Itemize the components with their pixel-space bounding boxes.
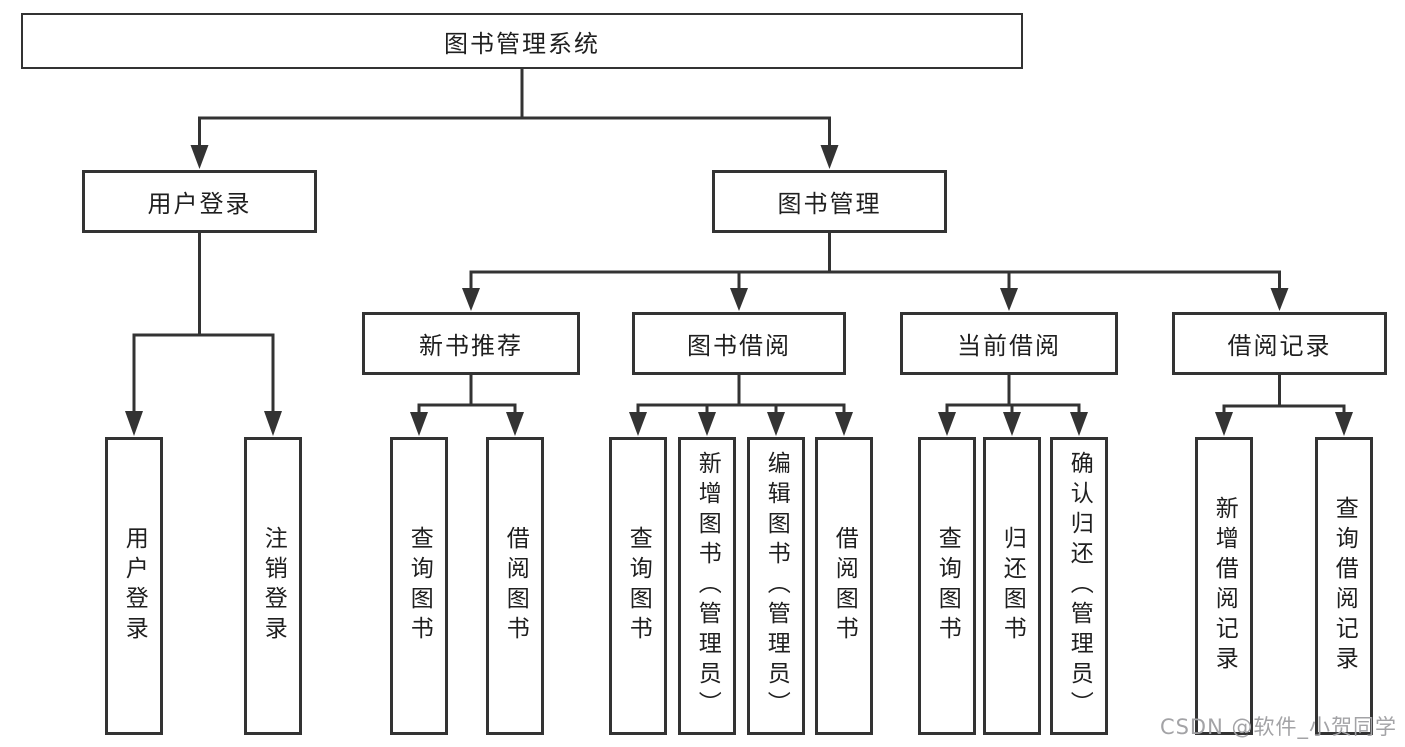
arrowhead-down-icon: [938, 412, 956, 436]
arrowhead-down-icon: [1003, 412, 1021, 436]
node-root: 图书管理系统: [21, 13, 1023, 69]
leaf-query-books-recommend: 查询图书: [390, 437, 448, 735]
connector-borrowing-records-to-leaves: [1222, 375, 1346, 415]
arrowhead-down-icon: [730, 288, 748, 311]
arrowhead-down-icon: [462, 288, 480, 311]
node-new-book-recommend-label: 新书推荐: [419, 332, 523, 360]
connector-book-management-to-level3: [469, 233, 1281, 290]
arrowhead-down-icon: [835, 412, 853, 436]
node-user-login-label: 用户登录: [147, 190, 252, 218]
leaf-query-borrow-record-label: 查询借阅记录: [1331, 496, 1358, 676]
connector-root-to-level2: [198, 69, 831, 146]
node-book-borrowing: 图书借阅: [632, 312, 846, 375]
leaf-query-books-borrowing-label: 查询图书: [625, 526, 652, 646]
arrowhead-down-icon: [629, 412, 647, 436]
arrowhead-down-icon: [125, 411, 143, 436]
node-new-book-recommend: 新书推荐: [362, 312, 580, 375]
arrowhead-down-icon: [410, 412, 428, 436]
leaf-borrow-books-recommend: 借阅图书: [486, 437, 544, 735]
arrowhead-down-icon: [190, 145, 209, 169]
leaf-query-books-borrowing: 查询图书: [609, 437, 667, 735]
leaf-query-borrow-record: 查询借阅记录: [1315, 437, 1373, 735]
leaf-add-borrow-record-label: 新增借阅记录: [1211, 496, 1238, 676]
arrowhead-down-icon: [1000, 288, 1018, 311]
node-book-management: 图书管理: [712, 170, 947, 233]
leaf-borrow-books-borrowing-label: 借阅图书: [831, 526, 858, 646]
connector-book-borrowing-to-leaves: [636, 375, 846, 415]
leaf-logout-login: 注销登录: [244, 437, 302, 735]
leaf-edit-book-admin: 编辑图书（管理员）: [747, 437, 805, 735]
node-book-management-label: 图书管理: [777, 190, 882, 218]
leaf-logout-login-label: 注销登录: [260, 526, 287, 646]
arrowhead-down-icon: [506, 412, 524, 436]
node-book-borrowing-label: 图书借阅: [687, 332, 791, 360]
leaf-edit-book-admin-label: 编辑图书（管理员）: [763, 451, 790, 721]
arrowhead-down-icon: [698, 412, 716, 436]
leaf-borrow-books-borrowing: 借阅图书: [815, 437, 873, 735]
connector-new-book-to-leaves: [417, 375, 517, 415]
arrowhead-down-icon: [1070, 412, 1088, 436]
leaf-return-books-label: 归还图书: [999, 526, 1026, 646]
node-current-borrowing-label: 当前借阅: [957, 332, 1061, 360]
leaf-user-login: 用户登录: [105, 437, 163, 735]
node-current-borrowing: 当前借阅: [900, 312, 1118, 375]
connector-current-borrowing-to-leaves: [945, 375, 1081, 415]
leaf-borrow-books-recommend-label: 借阅图书: [502, 526, 529, 646]
node-user-login: 用户登录: [82, 170, 317, 233]
node-borrowing-records: 借阅记录: [1172, 312, 1387, 375]
leaf-user-login-label: 用户登录: [121, 526, 148, 646]
csdn-watermark: CSDN @软件_小贺同学: [1159, 715, 1397, 739]
arrowhead-down-icon: [1270, 288, 1289, 311]
leaf-query-books-current: 查询图书: [918, 437, 976, 735]
arrowhead-down-icon: [767, 412, 785, 436]
leaf-confirm-return-admin: 确认归还（管理员）: [1050, 437, 1108, 735]
arrowhead-down-icon: [1335, 412, 1353, 436]
leaf-add-borrow-record: 新增借阅记录: [1195, 437, 1253, 735]
arrowhead-down-icon: [1215, 412, 1233, 436]
arrowhead-down-icon: [820, 145, 839, 169]
node-borrowing-records-label: 借阅记录: [1227, 332, 1332, 360]
leaf-confirm-return-admin-label: 确认归还（管理员）: [1066, 451, 1093, 721]
leaf-add-book-admin-label: 新增图书（管理员）: [694, 451, 721, 721]
arrowhead-down-icon: [264, 411, 282, 436]
leaf-query-books-current-label: 查询图书: [934, 526, 961, 646]
leaf-query-books-recommend-label: 查询图书: [406, 526, 433, 646]
node-root-label: 图书管理系统: [444, 29, 600, 58]
leaf-return-books: 归还图书: [983, 437, 1041, 735]
connector-user-login-to-leaves: [132, 233, 275, 413]
leaf-add-book-admin: 新增图书（管理员）: [678, 437, 736, 735]
